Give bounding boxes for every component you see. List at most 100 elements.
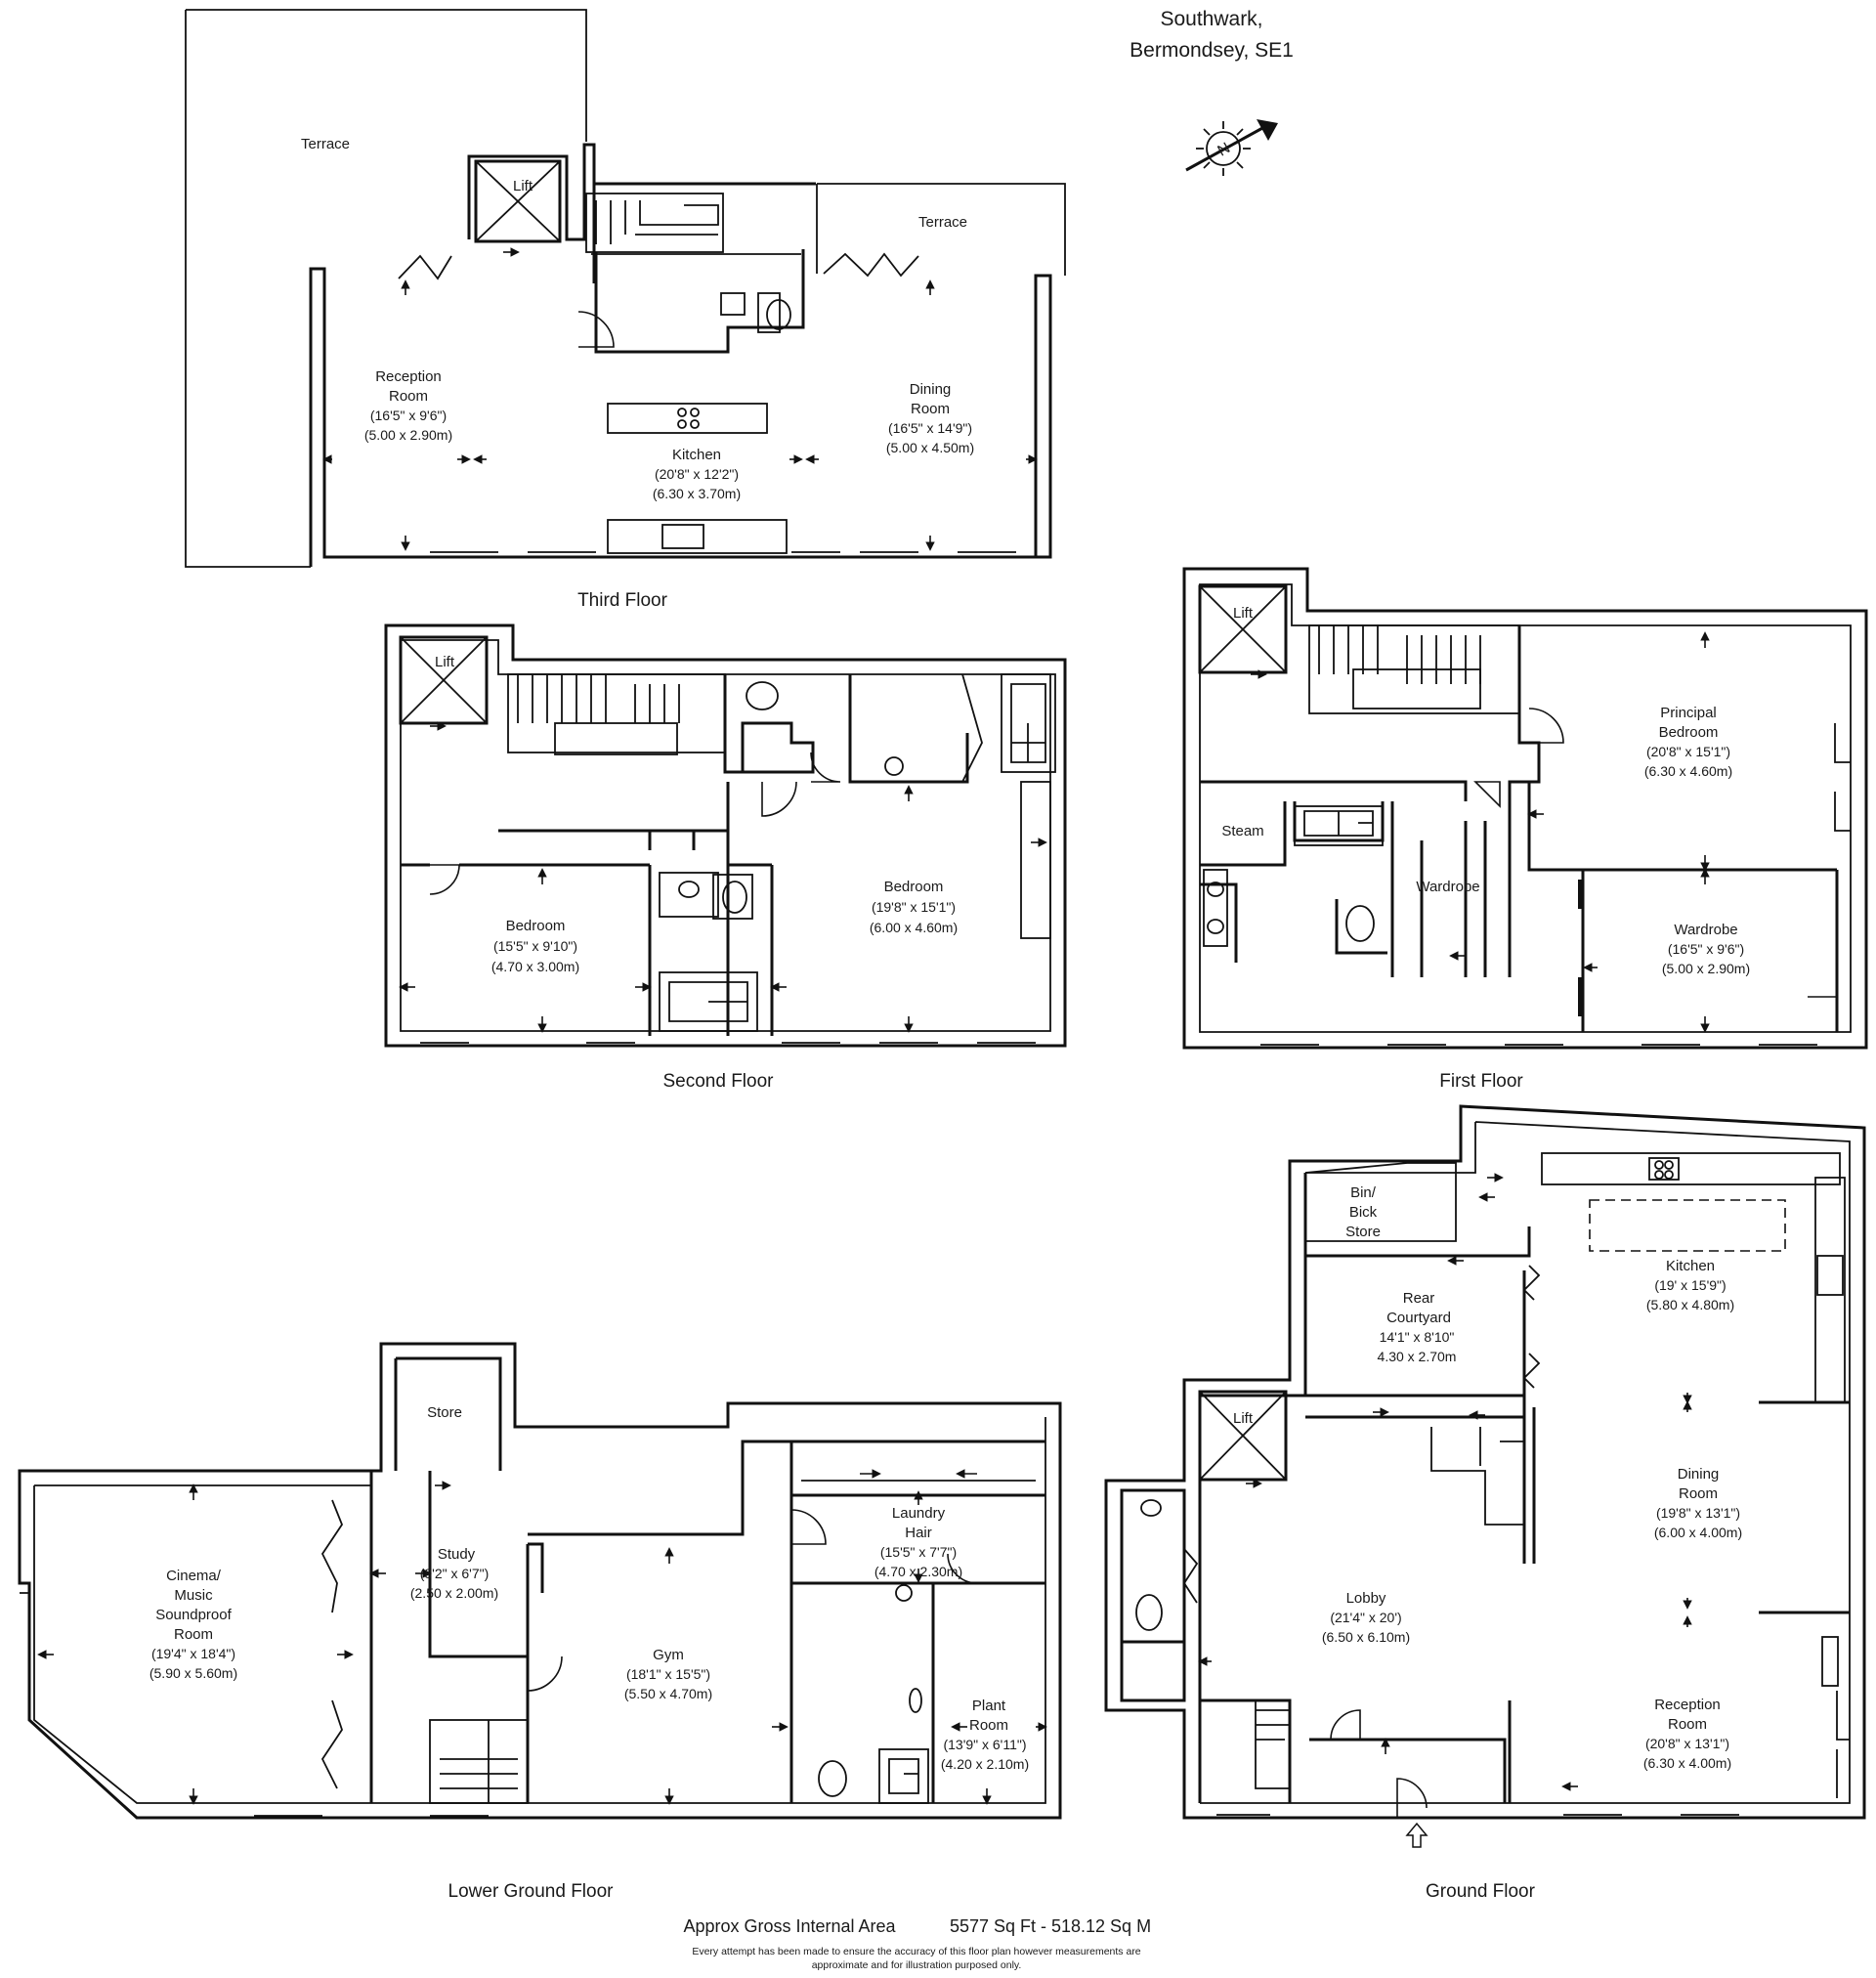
north-compass-icon: N	[1185, 119, 1278, 176]
second-bedroom-a-name: Bedroom	[506, 918, 566, 934]
ground-bin-line-3: Store	[1345, 1224, 1381, 1240]
third-dining-metric: (5.00 x 4.50m)	[886, 440, 974, 455]
ground-lobby: Lobby (21'4" x 20') (6.50 x 6.10m)	[1322, 1590, 1410, 1645]
ground-reception-room: Reception Room (20'8" x 13'1") (6.30 x 4…	[1643, 1697, 1731, 1771]
second-bedroom-b: Bedroom (19'8" x 15'1") (6.00 x 4.60m)	[870, 879, 958, 935]
lower-study: Study (8'2" x 6'7") (2.50 x 2.00m)	[410, 1546, 498, 1601]
first-wardrobe-metric: (5.00 x 2.90m)	[1662, 961, 1750, 976]
ground-lobby-name: Lobby	[1346, 1590, 1386, 1607]
lower-plant-metric: (4.20 x 2.10m)	[941, 1756, 1029, 1772]
ground-bin-store: Bin/ Bick Store	[1345, 1184, 1381, 1240]
ground-kitchen-imperial: (19' x 15'9")	[1654, 1277, 1726, 1293]
third-kitchen-metric: (6.30 x 3.70m)	[653, 486, 741, 501]
first-lift-label: Lift	[1233, 605, 1254, 622]
third-reception-room: Reception Room (16'5" x 9'6") (5.00 x 2.…	[364, 368, 452, 443]
first-wardrobe-small-label: Wardrobe	[1416, 879, 1479, 895]
first-lift-box	[1198, 584, 1288, 674]
ground-reception-name-2: Room	[1668, 1716, 1707, 1733]
third-dining-imperial: (16'5" x 14'9")	[888, 420, 972, 436]
second-bedroom-a-metric: (4.70 x 3.00m)	[491, 959, 579, 974]
first-floor-label: First Floor	[1439, 1071, 1523, 1092]
second-lift-label: Lift	[435, 654, 455, 670]
lower-cinema-name-2: Music	[174, 1587, 213, 1604]
first-principal-name-2: Bedroom	[1659, 724, 1719, 741]
third-reception-imperial: (16'5" x 9'6")	[370, 408, 447, 423]
third-reception-name-2: Room	[389, 388, 428, 405]
first-principal-imperial: (20'8" x 15'1")	[1646, 744, 1730, 759]
location-line-1: Southwark,	[1160, 8, 1262, 30]
ground-kitchen: Kitchen (19' x 15'9") (5.80 x 4.80m)	[1646, 1258, 1734, 1312]
first-steam-label: Steam	[1221, 823, 1263, 839]
disclaimer-line-2: approximate and for illustration purpose…	[812, 1959, 1022, 1971]
ground-kitchen-name: Kitchen	[1666, 1258, 1715, 1274]
lower-gym-imperial: (18'1" x 15'5")	[626, 1666, 710, 1682]
third-dining-name-1: Dining	[910, 381, 952, 398]
ground-dining-metric: (6.00 x 4.00m)	[1654, 1525, 1742, 1540]
ground-rear-courtyard: Rear Courtyard 14'1" x 8'10" 4.30 x 2.70…	[1378, 1290, 1457, 1364]
ground-reception-imperial: (20'8" x 13'1")	[1645, 1736, 1729, 1751]
second-bedroom-a-imperial: (15'5" x 9'10")	[493, 938, 577, 954]
ground-dining-room: Dining Room (19'8" x 13'1") (6.00 x 4.00…	[1654, 1466, 1742, 1540]
first-principal-name-1: Principal	[1660, 705, 1717, 721]
second-floor-label: Second Floor	[662, 1071, 774, 1092]
lower-laundry: Laundry Hair (15'5" x 7'7") (4.70 x 2.30…	[874, 1505, 962, 1579]
second-bedroom-b-name: Bedroom	[884, 879, 944, 895]
ground-courtyard-imperial: 14'1" x 8'10"	[1380, 1329, 1455, 1345]
first-wardrobe-imperial: (16'5" x 9'6")	[1668, 941, 1744, 957]
lower-study-metric: (2.50 x 2.00m)	[410, 1585, 498, 1601]
first-floor-plan	[1182, 567, 1868, 1050]
ground-reception-metric: (6.30 x 4.00m)	[1643, 1755, 1731, 1771]
lower-cinema-name-4: Room	[174, 1626, 213, 1643]
lower-cinema-name-3: Soundproof	[155, 1607, 232, 1623]
lower-cinema-metric: (5.90 x 5.60m)	[149, 1665, 237, 1681]
third-kitchen: Kitchen (20'8" x 12'2") (6.30 x 3.70m)	[653, 447, 741, 501]
third-terrace-left-label: Terrace	[301, 136, 350, 152]
third-floor-label: Third Floor	[577, 590, 668, 611]
ground-bin-line-1: Bin/	[1350, 1184, 1377, 1201]
ground-lobby-metric: (6.50 x 6.10m)	[1322, 1629, 1410, 1645]
third-reception-name-1: Reception	[375, 368, 442, 385]
lower-cinema-room: Cinema/ Music Soundproof Room (19'4" x 1…	[149, 1568, 237, 1681]
first-wardrobe-room: Wardrobe (16'5" x 9'6") (5.00 x 2.90m)	[1662, 922, 1750, 976]
first-principal-bedroom: Principal Bedroom (20'8" x 15'1") (6.30 …	[1644, 705, 1732, 779]
third-kitchen-island	[607, 403, 768, 434]
lower-ground-floor-label: Lower Ground Floor	[448, 1881, 615, 1902]
ground-reception-name-1: Reception	[1654, 1697, 1721, 1713]
ground-courtyard-metric: 4.30 x 2.70m	[1378, 1349, 1457, 1364]
ground-courtyard-name-2: Courtyard	[1386, 1310, 1451, 1326]
ground-dining-name-1: Dining	[1678, 1466, 1720, 1483]
lower-study-imperial: (8'2" x 6'7")	[420, 1566, 490, 1581]
lower-study-name: Study	[438, 1546, 476, 1563]
lower-plant-room: Plant Room (13'9" x 6'11") (4.20 x 2.10m…	[941, 1698, 1029, 1772]
third-kitchen-name: Kitchen	[672, 447, 721, 463]
second-bedroom-b-imperial: (19'8" x 15'1")	[872, 899, 956, 915]
third-terrace-right-label: Terrace	[918, 214, 967, 231]
ground-dining-name-2: Room	[1679, 1485, 1718, 1502]
third-reception-metric: (5.00 x 2.90m)	[364, 427, 452, 443]
disclaimer-line-1: Every attempt has been made to ensure th…	[692, 1946, 1140, 1957]
lower-laundry-name-1: Laundry	[892, 1505, 946, 1522]
ground-dining-imperial: (19'8" x 13'1")	[1656, 1505, 1740, 1521]
third-kitchen-imperial: (20'8" x 12'2")	[655, 466, 739, 482]
lower-ground-floor-plan	[18, 1342, 1062, 1820]
location-line-2: Bermondsey, SE1	[1130, 39, 1294, 62]
ground-courtyard-name-1: Rear	[1403, 1290, 1435, 1307]
lower-gym-metric: (5.50 x 4.70m)	[624, 1686, 712, 1701]
lower-store-label: Store	[427, 1404, 462, 1421]
ground-bin-line-2: Bick	[1349, 1204, 1378, 1221]
third-lift-label: Lift	[513, 178, 533, 194]
second-bedroom-b-metric: (6.00 x 4.60m)	[870, 920, 958, 935]
third-dining-name-2: Room	[911, 401, 950, 417]
third-floor-plan	[185, 9, 1066, 568]
lower-gym-name: Gym	[653, 1647, 684, 1663]
gross-area-value: 5577 Sq Ft - 518.12 Sq M	[950, 1916, 1151, 1936]
lower-gym: Gym (18'1" x 15'5") (5.50 x 4.70m)	[624, 1647, 712, 1701]
lower-cinema-name-1: Cinema/	[166, 1568, 222, 1584]
third-dining-room: Dining Room (16'5" x 14'9") (5.00 x 4.50…	[886, 381, 974, 455]
ground-kitchen-metric: (5.80 x 4.80m)	[1646, 1297, 1734, 1312]
lower-laundry-name-2: Hair	[905, 1525, 932, 1541]
first-principal-metric: (6.30 x 4.60m)	[1644, 763, 1732, 779]
ground-lift-label: Lift	[1233, 1410, 1254, 1427]
ground-floor-plan	[1104, 1104, 1866, 1848]
